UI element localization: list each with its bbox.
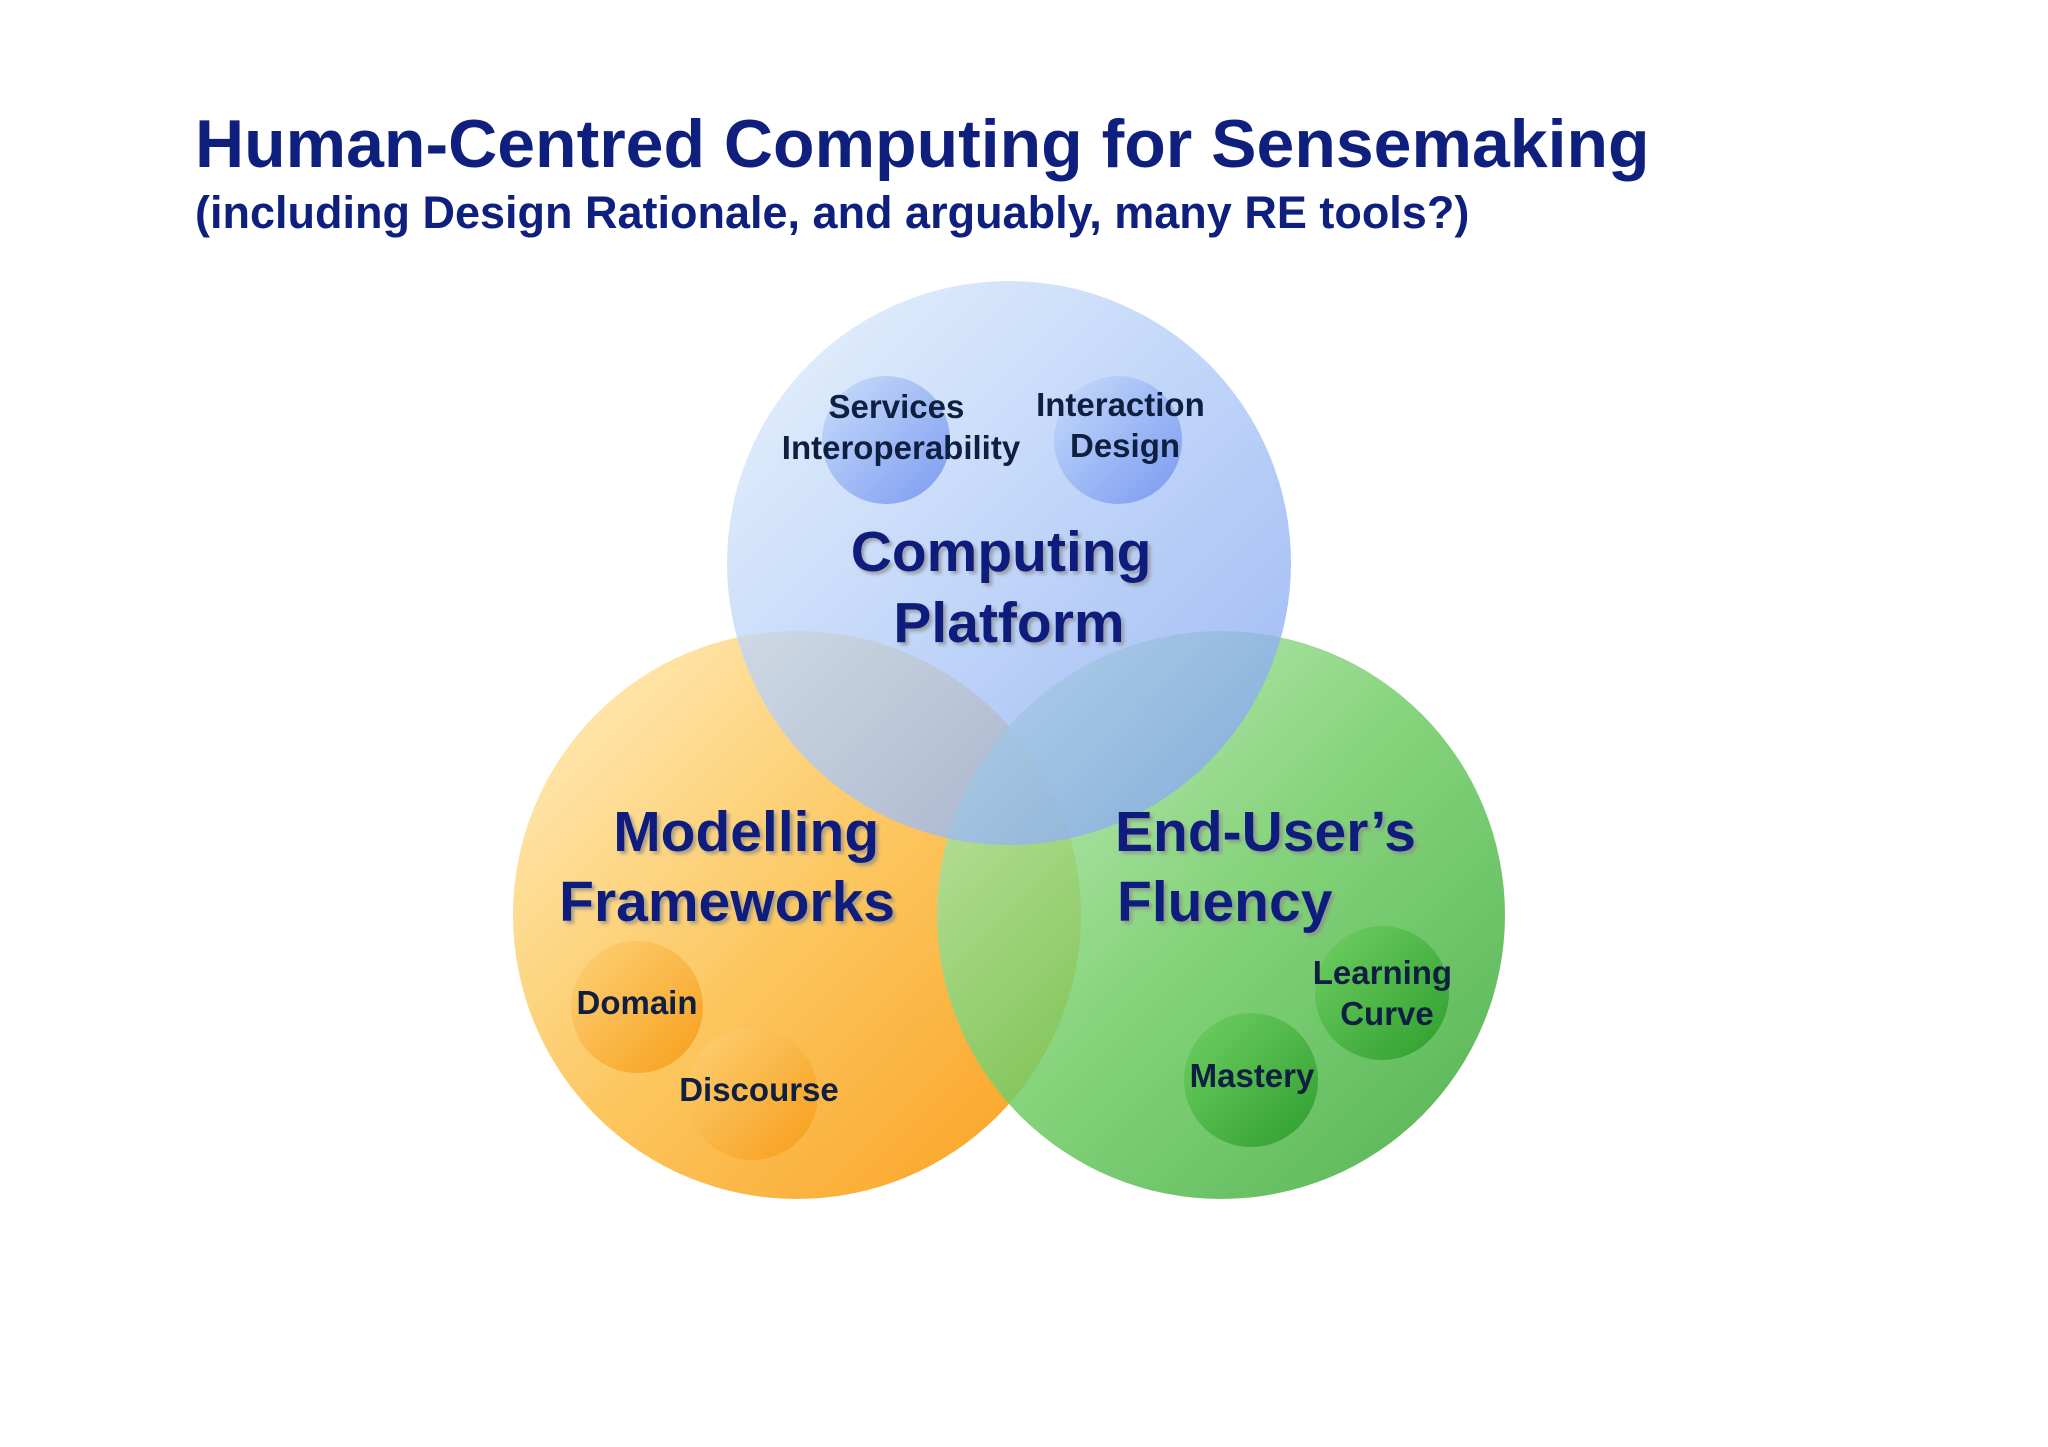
computing-platform-label: Computing Platform — [851, 520, 1168, 655]
page-subtitle: (including Design Rationale, and arguabl… — [195, 187, 1470, 238]
mastery-label: Mastery — [1190, 1057, 1315, 1094]
domain-label: Domain — [576, 984, 697, 1021]
interaction-design-label: Interaction Design — [1036, 386, 1214, 464]
page-title: Human-Centred Computing for Sensemaking — [195, 106, 1650, 182]
interaction-design-bubble — [1054, 376, 1182, 504]
services-interoperability-label: Services Interoperability — [782, 388, 1021, 466]
mastery-bubble — [1184, 1013, 1318, 1147]
end-users-fluency-label: End-User’s Fluency — [1115, 800, 1432, 934]
discourse-bubble — [686, 1028, 818, 1160]
learning-curve-label: Learning Curve — [1313, 954, 1462, 1032]
domain-bubble — [571, 941, 703, 1073]
modelling-frameworks-label: Modelling Frameworks — [559, 800, 895, 934]
discourse-label: Discourse — [679, 1071, 839, 1108]
services-interoperability-bubble — [822, 376, 950, 504]
learning-curve-bubble — [1315, 926, 1449, 1060]
